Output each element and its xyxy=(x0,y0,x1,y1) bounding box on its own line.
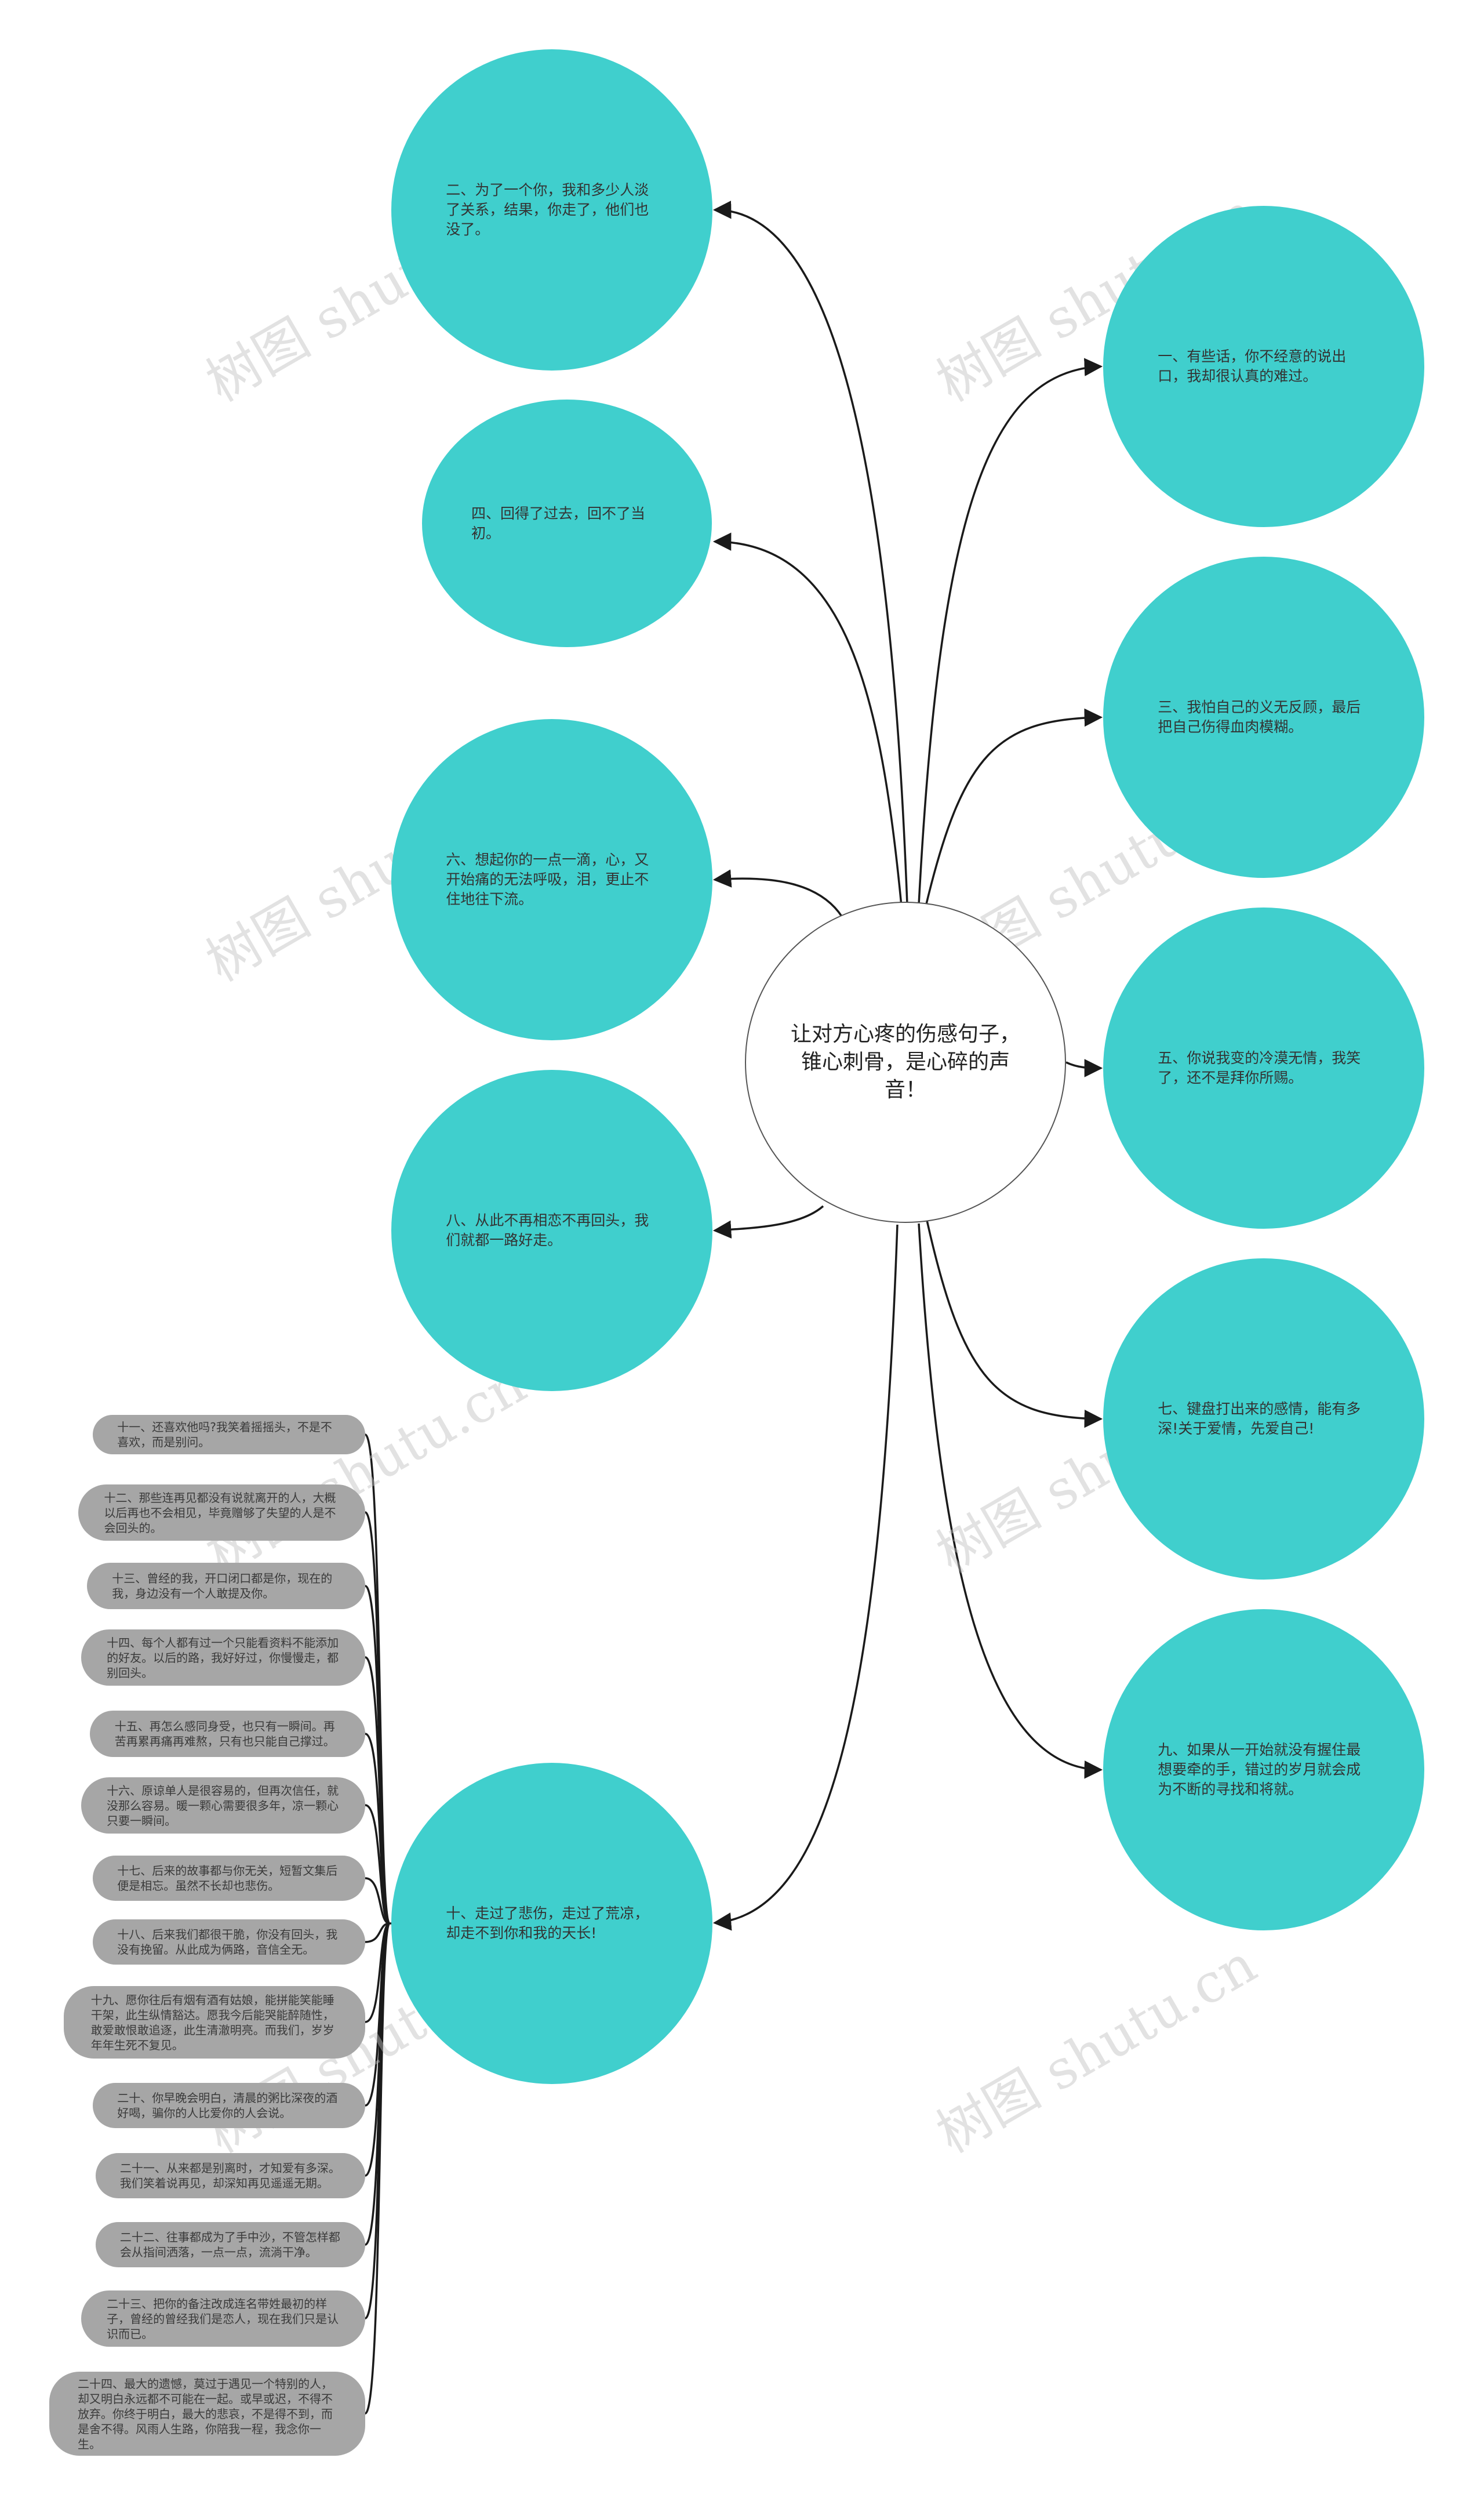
connector-to-branch-10 xyxy=(712,1224,899,1931)
leaf-node-label: 十二、那些连再见都没有说就离开的人，大概以后再也不会相见，毕竟赠够了失望的人是不… xyxy=(104,1490,336,1535)
connector-to-leaf-20 xyxy=(365,1922,391,2107)
leaf-node-16[interactable]: 十六、原谅单人是很容易的，但再次信任，就没那么容易。暖一颗心需要很多年，凉一颗心… xyxy=(81,1777,365,1834)
branch-node-label: 七、键盘打出来的感情，能有多深!关于爱情，先爱自己! xyxy=(1158,1400,1361,1437)
connector-to-leaf-16 xyxy=(365,1804,390,1925)
leaf-node-label: 十一、还喜欢他吗?我笑着摇摇头，不是不喜欢，而是别问。 xyxy=(117,1420,332,1449)
connector-to-leaf-15 xyxy=(365,1733,391,1925)
leaf-node-label: 十三、曾经的我，开口闭口都是你，现在的我，身边没有一个人敢提及你。 xyxy=(112,1571,333,1600)
connector-to-branch-6 xyxy=(712,869,846,923)
connector-to-leaf-12 xyxy=(364,1511,391,1925)
branch-node-4[interactable]: 四、回得了过去，回不了当初。 xyxy=(422,400,712,647)
leaf-node-label: 十四、每个人都有过一个只能看资料不能添加的好友。以后的路，我好好过，你慢慢走，都… xyxy=(107,1635,339,1680)
branch-node-label: 五、你说我变的冷漠无情，我笑了，还不是拜你所赐。 xyxy=(1158,1050,1361,1086)
central-topic-label: 让对方心疼的伤感句子，锥心刺骨，是心碎的声音！ xyxy=(791,1022,1021,1102)
leaf-node-20[interactable]: 二十、你早晚会明白，清晨的粥比深夜的酒好喝，骗你的人比爱你的人会说。 xyxy=(93,2083,365,2128)
branch-node-9[interactable]: 九、如果从一开始就没有握住最想要牵的手，错过的岁月就会成为不断的寻找和将就。 xyxy=(1103,1609,1424,1930)
leaf-node-label: 二十三、把你的备注改成连名带姓最初的样子，曾经的曾经我们是恋人，现在我们只是认识… xyxy=(107,2296,339,2341)
leaf-node-14[interactable]: 十四、每个人都有过一个只能看资料不能添加的好友。以后的路，我好好过，你慢慢走，都… xyxy=(81,1629,365,1686)
leaf-node-21[interactable]: 二十一、从来都是别离时，才知爱有多深。我们笑着说再见，却深知再见遥遥无期。 xyxy=(96,2153,365,2198)
branch-node-label: 三、我怕自己的义无反顾，最后把自己伤得血肉模糊。 xyxy=(1158,699,1361,735)
leaf-node-24[interactable]: 二十四、最大的遗憾，莫过于遇见一个特别的人，却又明白永远都不可能在一起。或早或迟… xyxy=(49,2372,365,2456)
leaf-node-22[interactable]: 二十二、往事都成为了手中沙，不管怎样都会从指间洒落，一点一点，流淌干净。 xyxy=(96,2222,365,2267)
branch-node-6[interactable]: 六、想起你的一点一滴，心，又开始痛的无法呼吸，泪，更止不住地往下流。 xyxy=(391,719,712,1040)
leaf-node-19[interactable]: 十九、愿你往后有烟有酒有姑娘，能拼能笑能睡干架，此生纵情豁达。愿我今后能哭能醉随… xyxy=(64,1986,365,2059)
branch-node-label: 九、如果从一开始就没有握住最想要牵的手，错过的岁月就会成为不断的寻找和将就。 xyxy=(1158,1741,1361,1798)
branch-node-2[interactable]: 二、为了一个你，我和多少人淡了关系，结果，你走了，他们也没了。 xyxy=(391,49,712,371)
leaf-node-17[interactable]: 十七、后来的故事都与你无关，短暂文集后便是相忘。虽然不长却也悲伤。 xyxy=(93,1856,365,1901)
connector-to-branch-4 xyxy=(712,532,903,906)
leaf-node-label: 二十二、往事都成为了手中沙，不管怎样都会从指间洒落，一点一点，流淌干净。 xyxy=(119,2230,340,2259)
connector-to-branch-1 xyxy=(918,358,1103,905)
connector-to-leaf-21 xyxy=(365,1922,391,2177)
leaf-node-15[interactable]: 十五、再怎么感同身受，也只有一瞬间。再苦再累再痛再难熬，只有也只能自己撑过。 xyxy=(90,1711,365,1757)
branch-node-label: 十、走过了悲伤，走过了荒凉，却走不到你和我的天长! xyxy=(446,1905,649,1941)
connector-to-leaf-22 xyxy=(365,1922,391,2246)
branch-node-8[interactable]: 八、从此不再相恋不再回头，我们就都一路好走。 xyxy=(391,1070,712,1391)
leaf-node-label: 二十四、最大的遗憾，莫过于遇见一个特别的人，却又明白永远都不可能在一起。或早或迟… xyxy=(78,2376,333,2451)
connector-to-branch-7 xyxy=(925,1217,1103,1428)
leaf-node-label: 十九、愿你往后有烟有酒有姑娘，能拼能笑能睡干架，此生纵情豁达。愿我今后能哭能醉随… xyxy=(90,1992,334,2052)
leaf-node-13[interactable]: 十三、曾经的我，开口闭口都是你，现在的我，身边没有一个人敢提及你。 xyxy=(87,1563,365,1609)
leaf-node-12[interactable]: 十二、那些连再见都没有说就离开的人，大概以后再也不会相见，毕竟赠够了失望的人是不… xyxy=(78,1484,365,1541)
branch-node-label: 一、有些话，你不经意的说出口，我却很认真的难过。 xyxy=(1158,348,1347,384)
branch-node-label: 二、为了一个你，我和多少人淡了关系，结果，你走了，他们也没了。 xyxy=(446,181,649,238)
branch-node-label: 八、从此不再相恋不再回头，我们就都一路好走。 xyxy=(446,1212,649,1248)
connector-to-branch-9 xyxy=(918,1223,1103,1779)
leaf-node-label: 二十一、从来都是别离时，才知爱有多深。我们笑着说再见，却深知再见遥遥无期。 xyxy=(119,2161,340,2190)
connector-to-leaf-17 xyxy=(365,1877,390,1925)
leaf-node-label: 十六、原谅单人是很容易的，但再次信任，就没那么容易。暖一颗心需要很多年，凉一颗心… xyxy=(107,1783,339,1828)
watermark: 树图 shutu.cn xyxy=(196,1353,536,1585)
connector-to-branch-3 xyxy=(925,708,1103,907)
branch-node-3[interactable]: 三、我怕自己的义无反顾，最后把自己伤得血肉模糊。 xyxy=(1103,557,1424,878)
connector-to-branch-8 xyxy=(712,1205,824,1239)
branch-node-1[interactable]: 一、有些话，你不经意的说出口，我却很认真的难过。 xyxy=(1103,206,1424,527)
connector-to-branch-2 xyxy=(712,201,908,905)
connector-to-branch-5 xyxy=(1065,1059,1103,1077)
connector-to-leaf-14 xyxy=(365,1656,391,1925)
connector-to-leaf-13 xyxy=(364,1585,391,1925)
central-topic[interactable]: 让对方心疼的伤感句子，锥心刺骨，是心碎的声音！ xyxy=(745,902,1066,1223)
branch-node-label: 四、回得了过去，回不了当初。 xyxy=(471,504,646,542)
connector-to-leaf-19 xyxy=(365,1922,390,2023)
branch-node-5[interactable]: 五、你说我变的冷漠无情，我笑了，还不是拜你所赐。 xyxy=(1103,907,1424,1229)
leaf-node-18[interactable]: 十八、后来我们都很干脆，你没有回头，我没有挽留。从此成为俩路，音信全无。 xyxy=(93,1919,365,1965)
leaf-node-label: 十八、后来我们都很干脆，你没有回头，我没有挽留。从此成为俩路，音信全无。 xyxy=(117,1927,338,1956)
leaf-node-label: 十七、后来的故事都与你无关，短暂文集后便是相忘。虽然不长却也悲伤。 xyxy=(117,1864,338,1893)
connector-to-leaf-23 xyxy=(364,1922,391,2319)
branch-node-label: 六、想起你的一点一滴，心，又开始痛的无法呼吸，泪，更止不住地往下流。 xyxy=(446,851,649,907)
leaf-node-11[interactable]: 十一、还喜欢他吗?我笑着摇摇头，不是不喜欢，而是别问。 xyxy=(93,1415,365,1454)
connector-to-leaf-11 xyxy=(364,1433,391,1925)
connector-to-leaf-24 xyxy=(364,1922,391,2415)
leaf-node-label: 十五、再怎么感同身受，也只有一瞬间。再苦再累再痛再难熬，只有也只能自己撑过。 xyxy=(114,1719,335,1748)
connector-to-leaf-18 xyxy=(365,1922,390,1943)
leaf-node-label: 二十、你早晚会明白，清晨的粥比深夜的酒好喝，骗你的人比爱你的人会说。 xyxy=(117,2091,338,2120)
watermark: 树图 shutu.cn xyxy=(926,1933,1267,2165)
branch-node-10[interactable]: 十、走过了悲伤，走过了荒凉，却走不到你和我的天长! xyxy=(391,1763,712,2084)
leaf-node-23[interactable]: 二十三、把你的备注改成连名带姓最初的样子，曾经的曾经我们是恋人，现在我们只是认识… xyxy=(81,2290,365,2347)
branch-node-7[interactable]: 七、键盘打出来的感情，能有多深!关于爱情，先爱自己! xyxy=(1103,1258,1424,1580)
